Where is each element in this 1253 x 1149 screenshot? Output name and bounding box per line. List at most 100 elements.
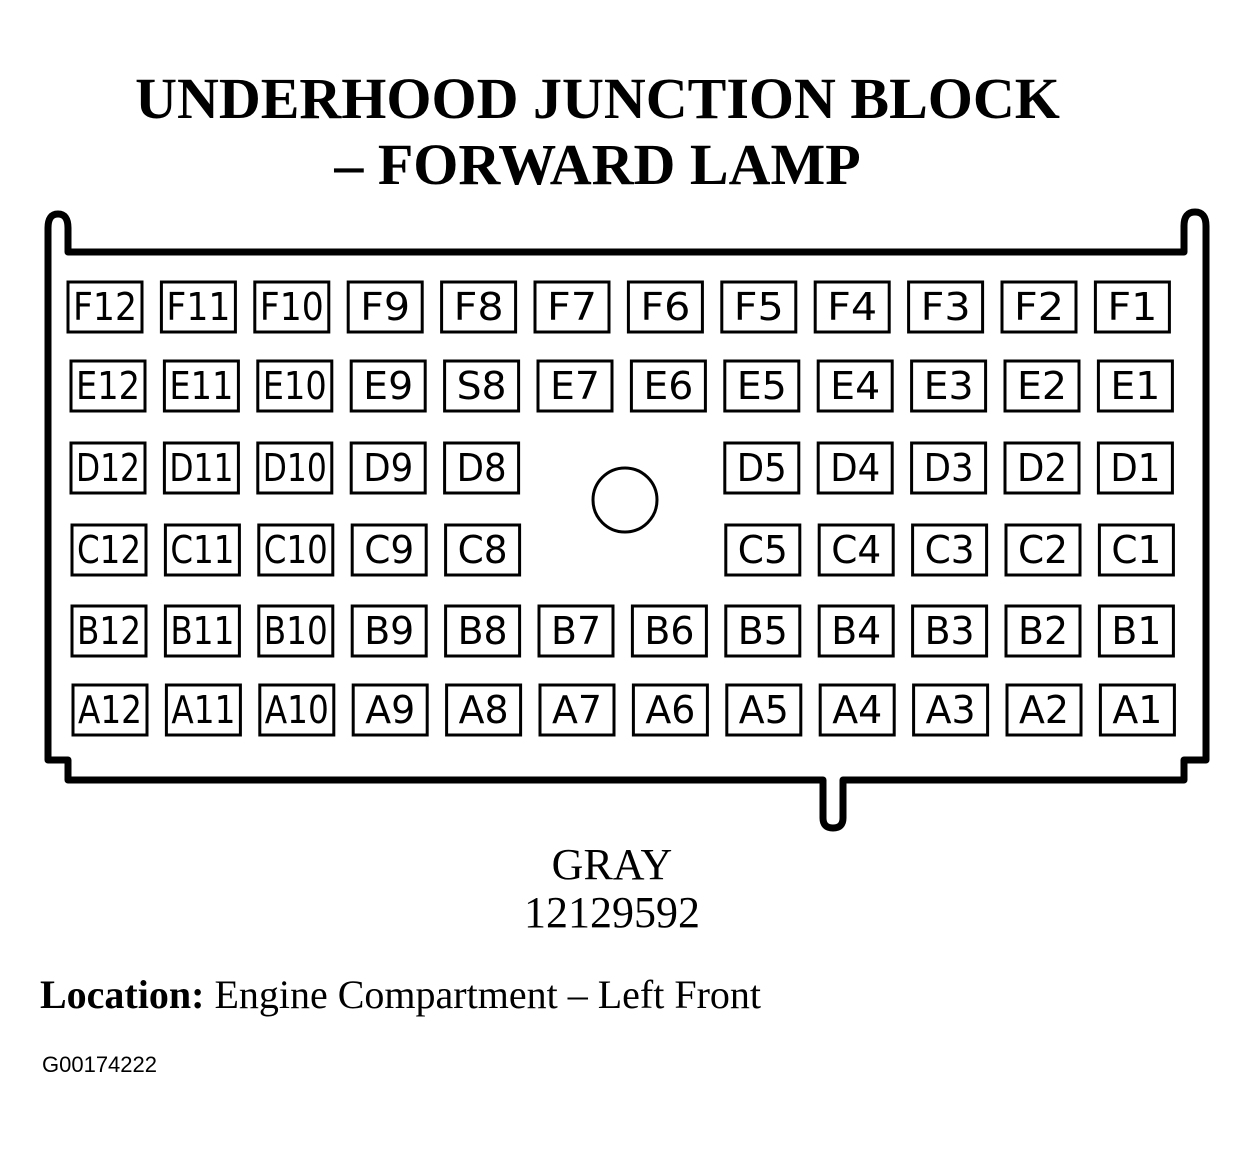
pin-cavity-a8 [445, 683, 523, 737]
pin-cavity-d11 [162, 441, 240, 495]
pin-cavity-b5 [724, 604, 802, 658]
pin-cavity-s8 [443, 359, 521, 413]
pin-label-b6: B6 [644, 609, 694, 653]
pin-label-c8: C8 [458, 528, 508, 572]
pin-cavity-c3 [911, 523, 989, 577]
pin-label-e10: E10 [263, 364, 327, 408]
pin-cavity-a10 [258, 683, 336, 737]
pin-cavity-e2 [1003, 359, 1081, 413]
pin-cavity-f7 [533, 280, 611, 334]
pin-label-f6: F6 [640, 285, 690, 329]
pin-label-d4: D4 [830, 446, 880, 490]
pin-cavity-d10 [256, 441, 334, 495]
pin-label-c2: C2 [1018, 528, 1068, 572]
pin-label-a11: A11 [171, 688, 235, 732]
pin-label-f1: F1 [1107, 285, 1157, 329]
pin-label-b3: B3 [925, 609, 975, 653]
pin-cavity-b11 [163, 604, 241, 658]
pin-cavity-a1 [1098, 683, 1176, 737]
center-alignment-hole [591, 466, 659, 534]
pin-label-f12: F12 [73, 285, 137, 329]
pin-cavity-b3 [911, 604, 989, 658]
pin-label-e9: E9 [363, 364, 413, 408]
pin-label-f3: F3 [921, 285, 971, 329]
pin-cavity-e6 [629, 359, 707, 413]
pin-label-b2: B2 [1018, 609, 1068, 653]
pin-label-d3: D3 [924, 446, 974, 490]
pin-label-e3: E3 [924, 364, 974, 408]
pin-cavity-f9 [346, 280, 424, 334]
pin-cavity-d2 [1003, 441, 1081, 495]
pin-cavity-c2 [1004, 523, 1082, 577]
pin-cavity-e3 [910, 359, 988, 413]
pin-label-e5: E5 [737, 364, 787, 408]
pin-label-a6: A6 [645, 688, 695, 732]
pin-cavity-c10 [257, 523, 335, 577]
pin-label-e2: E2 [1017, 364, 1067, 408]
pin-cavity-a11 [164, 683, 242, 737]
pin-label-d8: D8 [457, 446, 507, 490]
pin-label-e11: E11 [169, 364, 233, 408]
pin-cavity-a7 [538, 683, 616, 737]
pin-cavity-f2 [1000, 280, 1078, 334]
pin-cavity-a4 [818, 683, 896, 737]
figure-id: G00174222 [42, 1052, 157, 1077]
title-line-1: UNDERHOOD JUNCTION BLOCK [135, 66, 1060, 131]
pin-label-a4: A4 [832, 688, 882, 732]
pin-label-c5: C5 [738, 528, 788, 572]
pin-cavity-f3 [907, 280, 985, 334]
pin-label-d2: D2 [1017, 446, 1067, 490]
location-value: Engine Compartment – Left Front [214, 972, 761, 1017]
pin-cavity-b1 [1097, 604, 1175, 658]
pin-label-d5: D5 [737, 446, 787, 490]
pin-label-a12: A12 [78, 688, 142, 732]
pin-cavity-b8 [444, 604, 522, 658]
pin-cavity-f11 [159, 280, 237, 334]
pin-label-c9: C9 [364, 528, 414, 572]
pin-label-f11: F11 [166, 285, 230, 329]
pin-cavity-d12 [69, 441, 147, 495]
pin-cavity-b2 [1004, 604, 1082, 658]
pin-cavity-e1 [1096, 359, 1174, 413]
pin-label-a10: A10 [265, 688, 329, 732]
pin-cavity-b4 [817, 604, 895, 658]
pin-cavity-c8 [444, 523, 522, 577]
pin-label-b8: B8 [458, 609, 508, 653]
pin-label-f2: F2 [1014, 285, 1064, 329]
pin-label-a1: A1 [1112, 688, 1162, 732]
pin-label-d9: D9 [363, 446, 413, 490]
pin-cavity-e5 [723, 359, 801, 413]
pin-label-b4: B4 [831, 609, 881, 653]
pin-cavity-e12 [69, 359, 147, 413]
pin-label-c1: C1 [1111, 528, 1161, 572]
pin-cavity-d4 [816, 441, 894, 495]
pin-label-f5: F5 [734, 285, 784, 329]
pin-label-b10: B10 [264, 609, 328, 653]
pin-label-e4: E4 [830, 364, 880, 408]
pin-cavity-e10 [256, 359, 334, 413]
pin-label-f9: F9 [360, 285, 410, 329]
pin-cavity-c12 [70, 523, 148, 577]
pin-label-b1: B1 [1111, 609, 1161, 653]
pin-cavity-c4 [817, 523, 895, 577]
pin-cavity-c11 [163, 523, 241, 577]
pin-label-d12: D12 [76, 446, 140, 490]
pin-cavity-a12 [71, 683, 149, 737]
pin-cavity-a5 [725, 683, 803, 737]
pin-label-a7: A7 [552, 688, 602, 732]
connector-housing [44, 208, 1210, 832]
pin-label-d11: D11 [169, 446, 233, 490]
pin-cavity-e7 [536, 359, 614, 413]
pin-cavity-a6 [631, 683, 709, 737]
pin-cavity-a3 [912, 683, 990, 737]
title-line-2: – FORWARD LAMP [334, 132, 861, 197]
pin-label-c11: C11 [170, 528, 234, 572]
pin-label-c3: C3 [925, 528, 975, 572]
pin-cavity-a2 [1005, 683, 1083, 737]
connector-color: GRAY [551, 840, 673, 889]
pin-label-b7: B7 [551, 609, 601, 653]
pin-label-d1: D1 [1110, 446, 1160, 490]
pin-cavity-f12 [66, 280, 144, 334]
pin-cavity-d3 [910, 441, 988, 495]
